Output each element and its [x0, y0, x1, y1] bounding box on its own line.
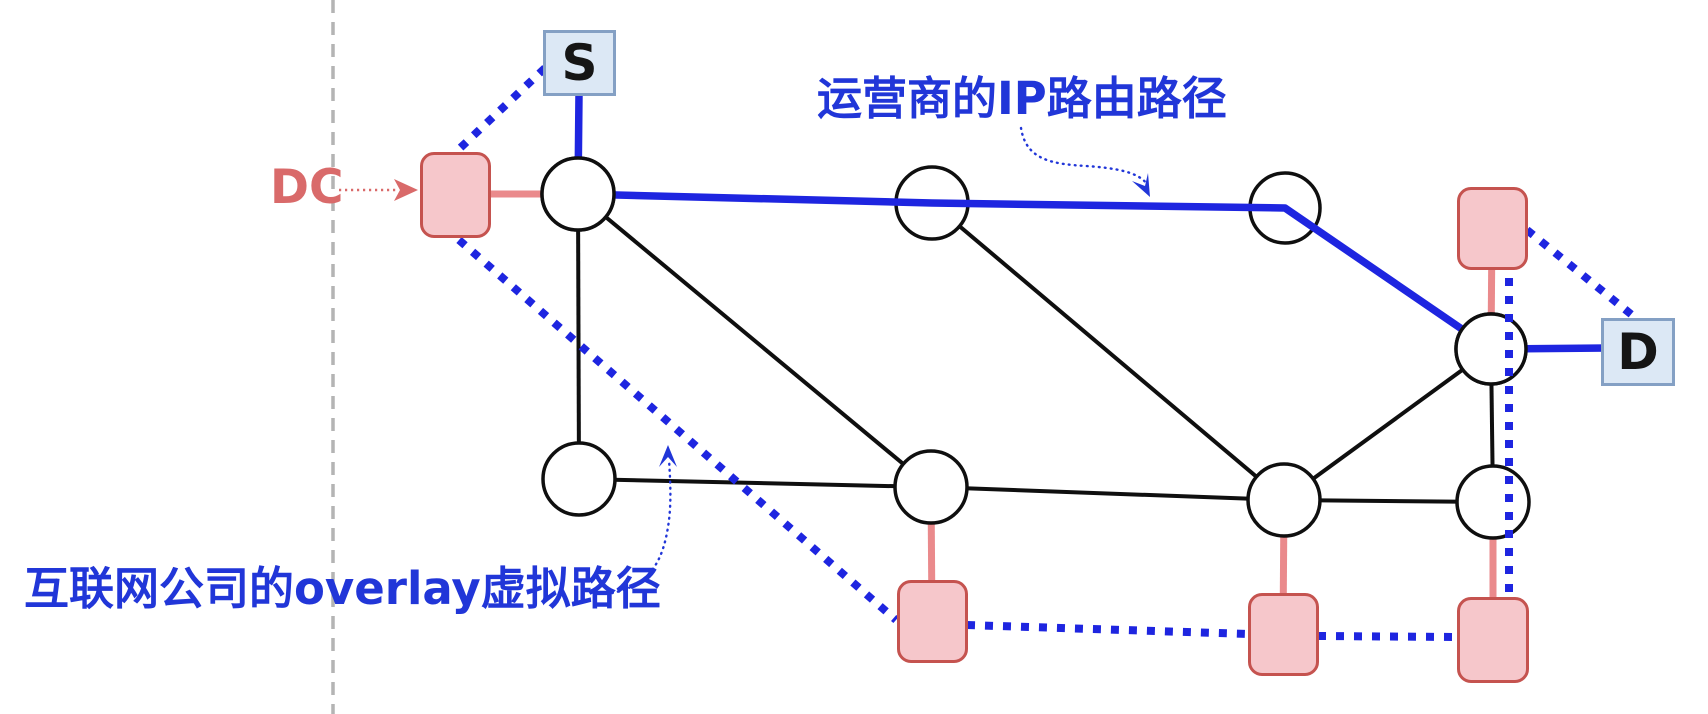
- source-host-label: S: [561, 34, 598, 92]
- dc-label-text: DC: [270, 160, 344, 215]
- physical-link-r1-r6: [576, 192, 933, 489]
- overlay-annotation-arrowhead: [659, 445, 677, 467]
- source-host-box: S: [543, 30, 616, 96]
- router-r8: [1455, 464, 1531, 540]
- router-r5: [541, 441, 617, 517]
- overlay-link-dc2-d: [1524, 226, 1635, 319]
- dc-box-top-left: [420, 152, 491, 238]
- overlay-link-s-dc1: [454, 65, 548, 154]
- ip-route-path-line: [574, 93, 1609, 353]
- router-r7: [1246, 462, 1322, 538]
- router-r4-overlay: [1454, 312, 1528, 386]
- overlay-path-annotation-text: 互联网公司的overlay虚拟路径: [24, 562, 661, 615]
- dc-box-bottom-right: [1457, 597, 1529, 683]
- physical-link-r4-r7: [1282, 347, 1493, 502]
- dc-box-bottom-right-center: [1248, 593, 1319, 676]
- dc-pointer-arrowhead: [394, 179, 418, 201]
- physical-link-r2-r7: [930, 201, 1286, 502]
- physical-link-r1-r5: [576, 193, 581, 480]
- destination-host-box: D: [1601, 318, 1675, 386]
- physical-link-r6-r7: [930, 485, 1285, 502]
- physical-link-r5-r6: [578, 477, 932, 489]
- ip-path-annotation-arrowhead: [1132, 173, 1150, 197]
- overlay-virtual-path: [454, 65, 1635, 641]
- dc-box-top-right: [1457, 187, 1528, 270]
- overlay-link-dc1-dc3: [456, 236, 899, 624]
- physical-links: [576, 192, 1495, 504]
- overlay-link-dc4-dc5: [1317, 632, 1458, 641]
- ip-path-annotation-text: 运营商的IP路由路径: [817, 72, 1227, 125]
- dc-box-bottom-middle: [897, 580, 968, 663]
- destination-host-label: D: [1617, 323, 1659, 381]
- ip-path-annotation-arrow: [1019, 126, 1149, 186]
- overlay-link-dc3-dc4: [966, 621, 1250, 638]
- router-r1-overlay: [540, 156, 616, 232]
- router-r6: [893, 449, 969, 525]
